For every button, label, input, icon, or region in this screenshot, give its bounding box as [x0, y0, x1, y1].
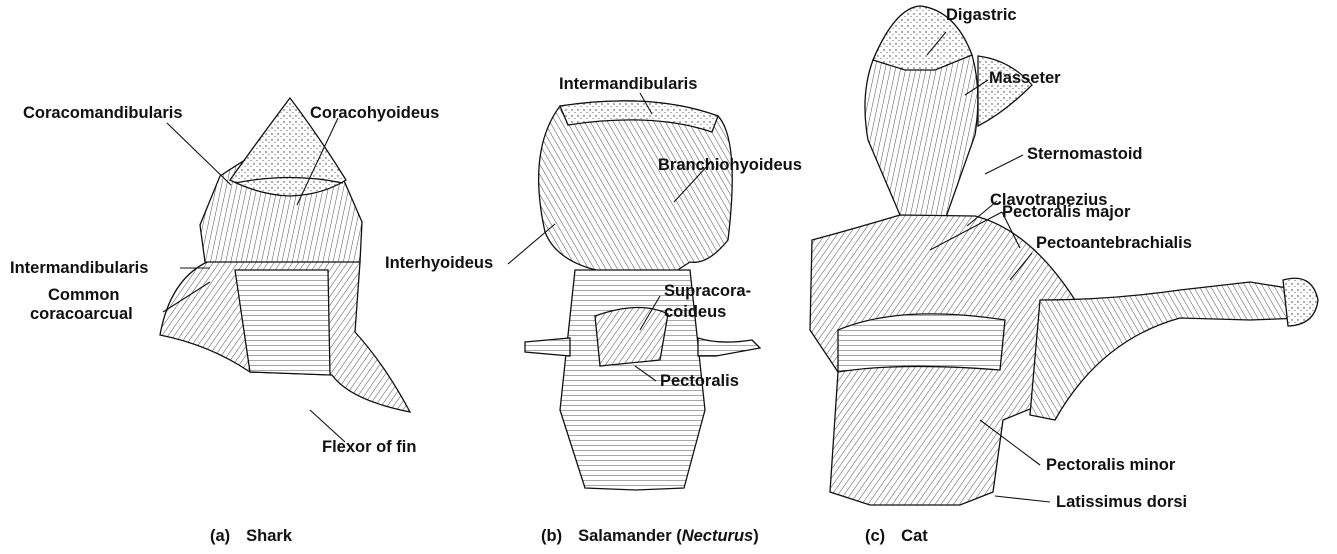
label-pectoralis: Pectoralis [660, 372, 739, 390]
caption-salamander: (b) Salamander (Necturus) [541, 527, 759, 546]
label-supracoracoideus-line1: Supracora- [664, 282, 751, 300]
label-branchiohyoideus: Branchiohyoideus [658, 156, 802, 174]
shark-illustration [160, 98, 410, 412]
label-pectoralis-minor: Pectoralis minor [1046, 456, 1175, 474]
label-digastric: Digastric [946, 6, 1017, 24]
label-pectoralis-major: Pectoralis major [1002, 203, 1130, 221]
label-supracoracoideus-line2: coideus [664, 303, 726, 321]
label-latissimus-dorsi: Latissimus dorsi [1056, 493, 1187, 511]
caption-cat-tag: (c) [865, 527, 885, 546]
caption-shark-tag: (a) [210, 527, 230, 546]
label-pectoantebrachialis: Pectoantebrachialis [1036, 234, 1192, 252]
label-masseter: Masseter [989, 69, 1061, 87]
caption-salamander-tag: (b) [541, 527, 562, 546]
label-coracomandibularis: Coracomandibularis [23, 104, 183, 122]
label-flexor-of-fin: Flexor of fin [322, 438, 416, 456]
caption-salamander-name-post: ) [753, 527, 759, 545]
label-coracohyoideus: Coracohyoideus [310, 104, 439, 122]
caption-salamander-name-italic: Necturus [682, 527, 754, 545]
label-interhyoideus: Interhyoideus [385, 254, 493, 272]
caption-shark-name: Shark [246, 527, 292, 545]
caption-cat: (c) Cat [865, 527, 928, 546]
label-common-coracoarcual-line2: coracoarcual [30, 305, 133, 323]
caption-cat-name: Cat [901, 527, 928, 545]
caption-shark: (a) Shark [210, 527, 292, 546]
label-salamander-intermandibularis: Intermandibularis [559, 75, 697, 93]
cat-illustration [810, 6, 1318, 505]
caption-salamander-name-pre: Salamander ( [578, 527, 682, 545]
label-shark-intermandibularis: Intermandibularis [10, 259, 148, 277]
label-sternomastoid: Sternomastoid [1027, 145, 1143, 163]
label-common-coracoarcual-line1: Common [48, 286, 120, 304]
